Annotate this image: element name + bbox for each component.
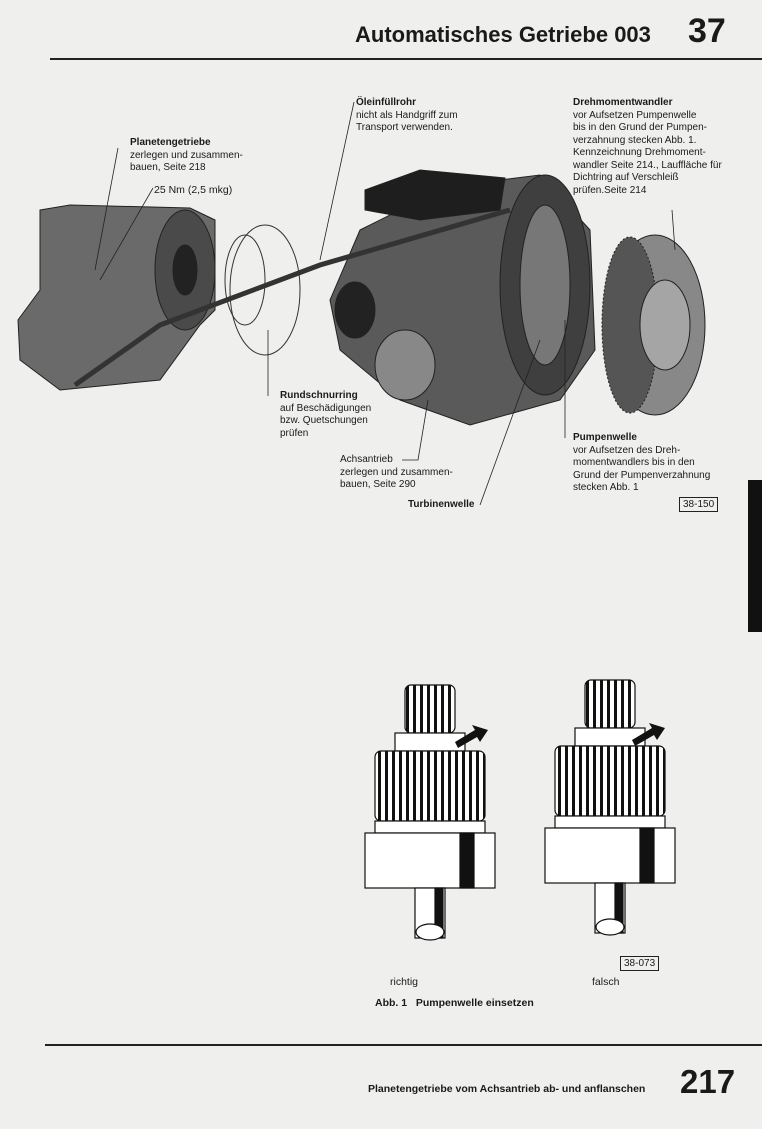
label-line: verzahnung stecken Abb. 1. — [573, 134, 697, 146]
label-line: Achsantrieb — [340, 454, 393, 465]
label-planetengetriebe: Planetengetriebe zerlegen und zusammen- … — [130, 137, 243, 175]
label-line: bauen, Seite 290 — [340, 479, 416, 490]
label-line: vor Aufsetzen des Dreh- — [573, 444, 681, 456]
label-title: Rundschnurring — [280, 390, 358, 401]
label-torque: 25 Nm (2,5 mkg) — [154, 184, 233, 196]
label-line: Kennzeichnung Drehmoment- — [573, 147, 706, 158]
footer-text: Planetengetriebe vom Achsantrieb ab- und… — [368, 1083, 646, 1095]
label-falsch: falsch — [592, 976, 620, 988]
figure-id: 38-150 — [679, 497, 719, 512]
label-achsantrieb: Achsantrieb zerlegen und zusammen- bauen… — [340, 454, 453, 492]
shaft-correct — [364, 684, 496, 941]
label-line: prüfen.Seite 214 — [573, 184, 647, 196]
label-line: stecken Abb. 1 — [573, 482, 639, 493]
figure-caption: Abb. 1 Pumpenwelle einsetzen — [375, 997, 534, 1009]
label-richtig: richtig — [390, 976, 419, 988]
footer-rule — [45, 1044, 762, 1046]
label-line: prüfen — [280, 427, 309, 439]
transmission-exploded-illustration — [17, 101, 706, 506]
page-number: 217 — [680, 1063, 736, 1100]
page-title: Automatisches Getriebe 003 — [355, 22, 651, 47]
label-line: zerlegen und zusammen- — [130, 149, 243, 161]
label-line: bzw. Quetschungen — [280, 415, 368, 426]
label-title: Planetengetriebe — [130, 137, 211, 148]
label-rundschnurring: Rundschnurring auf Beschädigungen bzw. Q… — [280, 390, 371, 440]
label-drehmomentwandler: Drehmomentwandler vor Aufsetzen Pumpenwe… — [573, 97, 722, 197]
label-line: auf Beschädigungen — [280, 402, 372, 414]
label-line: wandler Seite 214., Lauffläche für — [573, 159, 722, 171]
label-line: vor Aufsetzen Pumpenwelle — [573, 109, 697, 121]
label-line: zerlegen und zusammen- — [340, 466, 453, 478]
header-rule — [50, 58, 762, 60]
figure-id: 38-073 — [620, 956, 660, 971]
label-line: bis in den Grund der Pumpen- — [573, 122, 707, 133]
label-line: bauen, Seite 218 — [130, 162, 206, 173]
label-line: momentwandlers bis in den — [573, 457, 695, 468]
label-title: Öleinfüllrohr — [356, 97, 416, 108]
pump-shaft-diagram — [364, 679, 676, 941]
label-line: Transport verwenden. — [356, 122, 453, 133]
label-title: Pumpenwelle — [573, 432, 637, 443]
label-line: nicht als Handgriff zum — [356, 109, 458, 121]
caption-number: Abb. 1 — [375, 997, 408, 1009]
label-pumpenwelle: Pumpenwelle vor Aufsetzen des Dreh- mome… — [573, 432, 710, 495]
thumb-index-tab — [748, 480, 762, 632]
label-title: Drehmomentwandler — [573, 97, 673, 108]
label-oeleinfuellrohr: Öleinfüllrohr nicht als Handgriff zum Tr… — [356, 97, 458, 135]
shaft-incorrect — [544, 679, 676, 936]
label-line: Dichtring auf Verschleiß — [573, 172, 679, 183]
section-number: 37 — [688, 12, 726, 50]
label-title: Turbinenwelle — [408, 499, 475, 510]
label-line: Grund der Pumpenverzahnung — [573, 469, 711, 481]
label-turbinenwelle: Turbinenwelle — [408, 499, 475, 512]
caption-text: Pumpenwelle einsetzen — [415, 997, 534, 1009]
